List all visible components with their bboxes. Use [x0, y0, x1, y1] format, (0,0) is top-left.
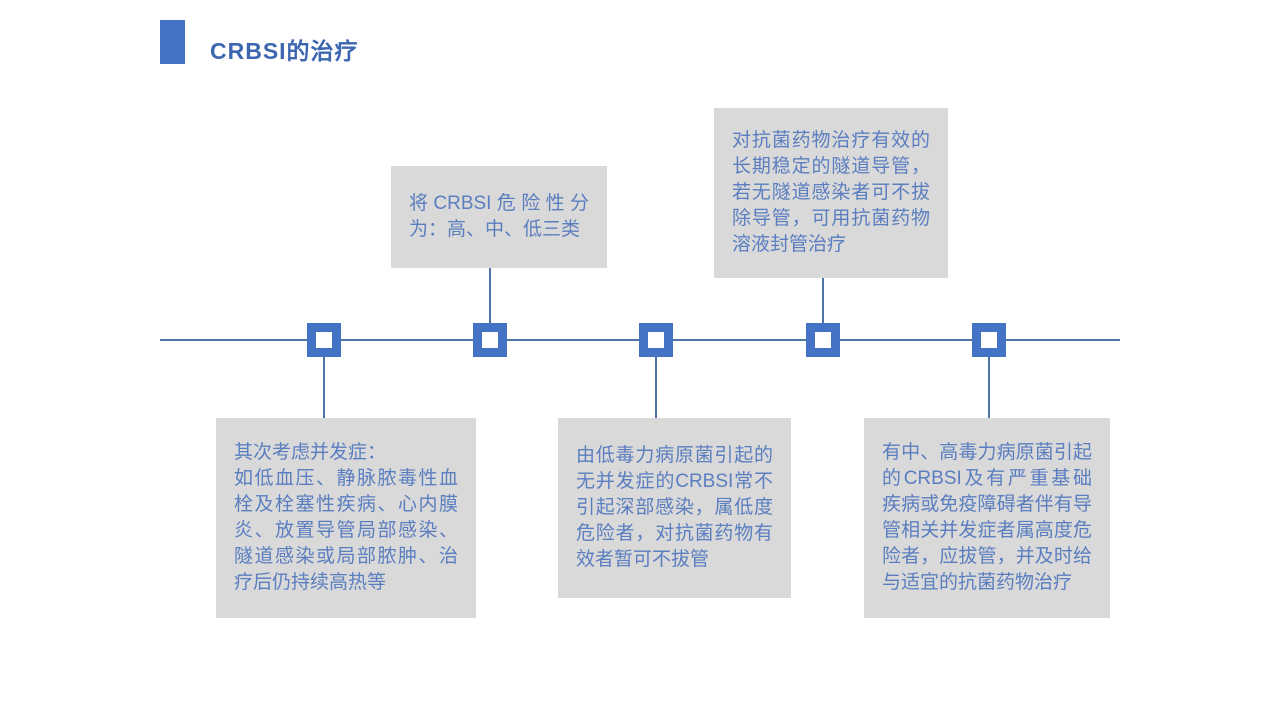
connector-line-high-risk [988, 357, 990, 418]
connector-line-tunnel-catheter [822, 278, 824, 323]
callout-text: 由低毒力病原菌引起的无并发症的CRBSI常不引起深部感染，属低度危险者，对抗菌药… [576, 445, 773, 570]
connector-line-complications [323, 357, 325, 418]
slide-title: CRBSI的治疗 [210, 38, 359, 64]
title-accent-bar [160, 20, 185, 64]
callout-complications: 其次考虑并发症： 如低血压、静脉脓毒性血栓及栓塞性疾病、心内膜炎、放置导管局部感… [216, 418, 476, 618]
callout-text: 有中、高毒力病原菌引起的CRBSI及有严重基础疾病或免疫障碍者伴有导管相关并发症… [882, 442, 1092, 593]
timeline-marker [972, 323, 1006, 357]
callout-high-risk: 有中、高毒力病原菌引起的CRBSI及有严重基础疾病或免疫障碍者伴有导管相关并发症… [864, 418, 1110, 618]
timeline-marker [307, 323, 341, 357]
connector-line-low-risk [655, 357, 657, 418]
callout-text: 将CRBSI危险性分为：高、中、低三类 [409, 193, 589, 240]
callout-risk-classification: 将CRBSI危险性分为：高、中、低三类 [391, 166, 607, 268]
callout-tunnel-catheter: 对抗菌药物治疗有效的长期稳定的隧道导管，若无隧道感染者可不拔除导管，可用抗菌药物… [714, 108, 948, 278]
connector-line-risk-classification [489, 268, 491, 323]
timeline-marker [473, 323, 507, 357]
callout-low-risk: 由低毒力病原菌引起的无并发症的CRBSI常不引起深部感染，属低度危险者，对抗菌药… [558, 418, 791, 598]
timeline-marker [639, 323, 673, 357]
timeline-marker [806, 323, 840, 357]
callout-text: 对抗菌药物治疗有效的长期稳定的隧道导管，若无隧道感染者可不拔除导管，可用抗菌药物… [732, 130, 930, 255]
callout-text: 其次考虑并发症： 如低血压、静脉脓毒性血栓及栓塞性疾病、心内膜炎、放置导管局部感… [234, 442, 458, 593]
